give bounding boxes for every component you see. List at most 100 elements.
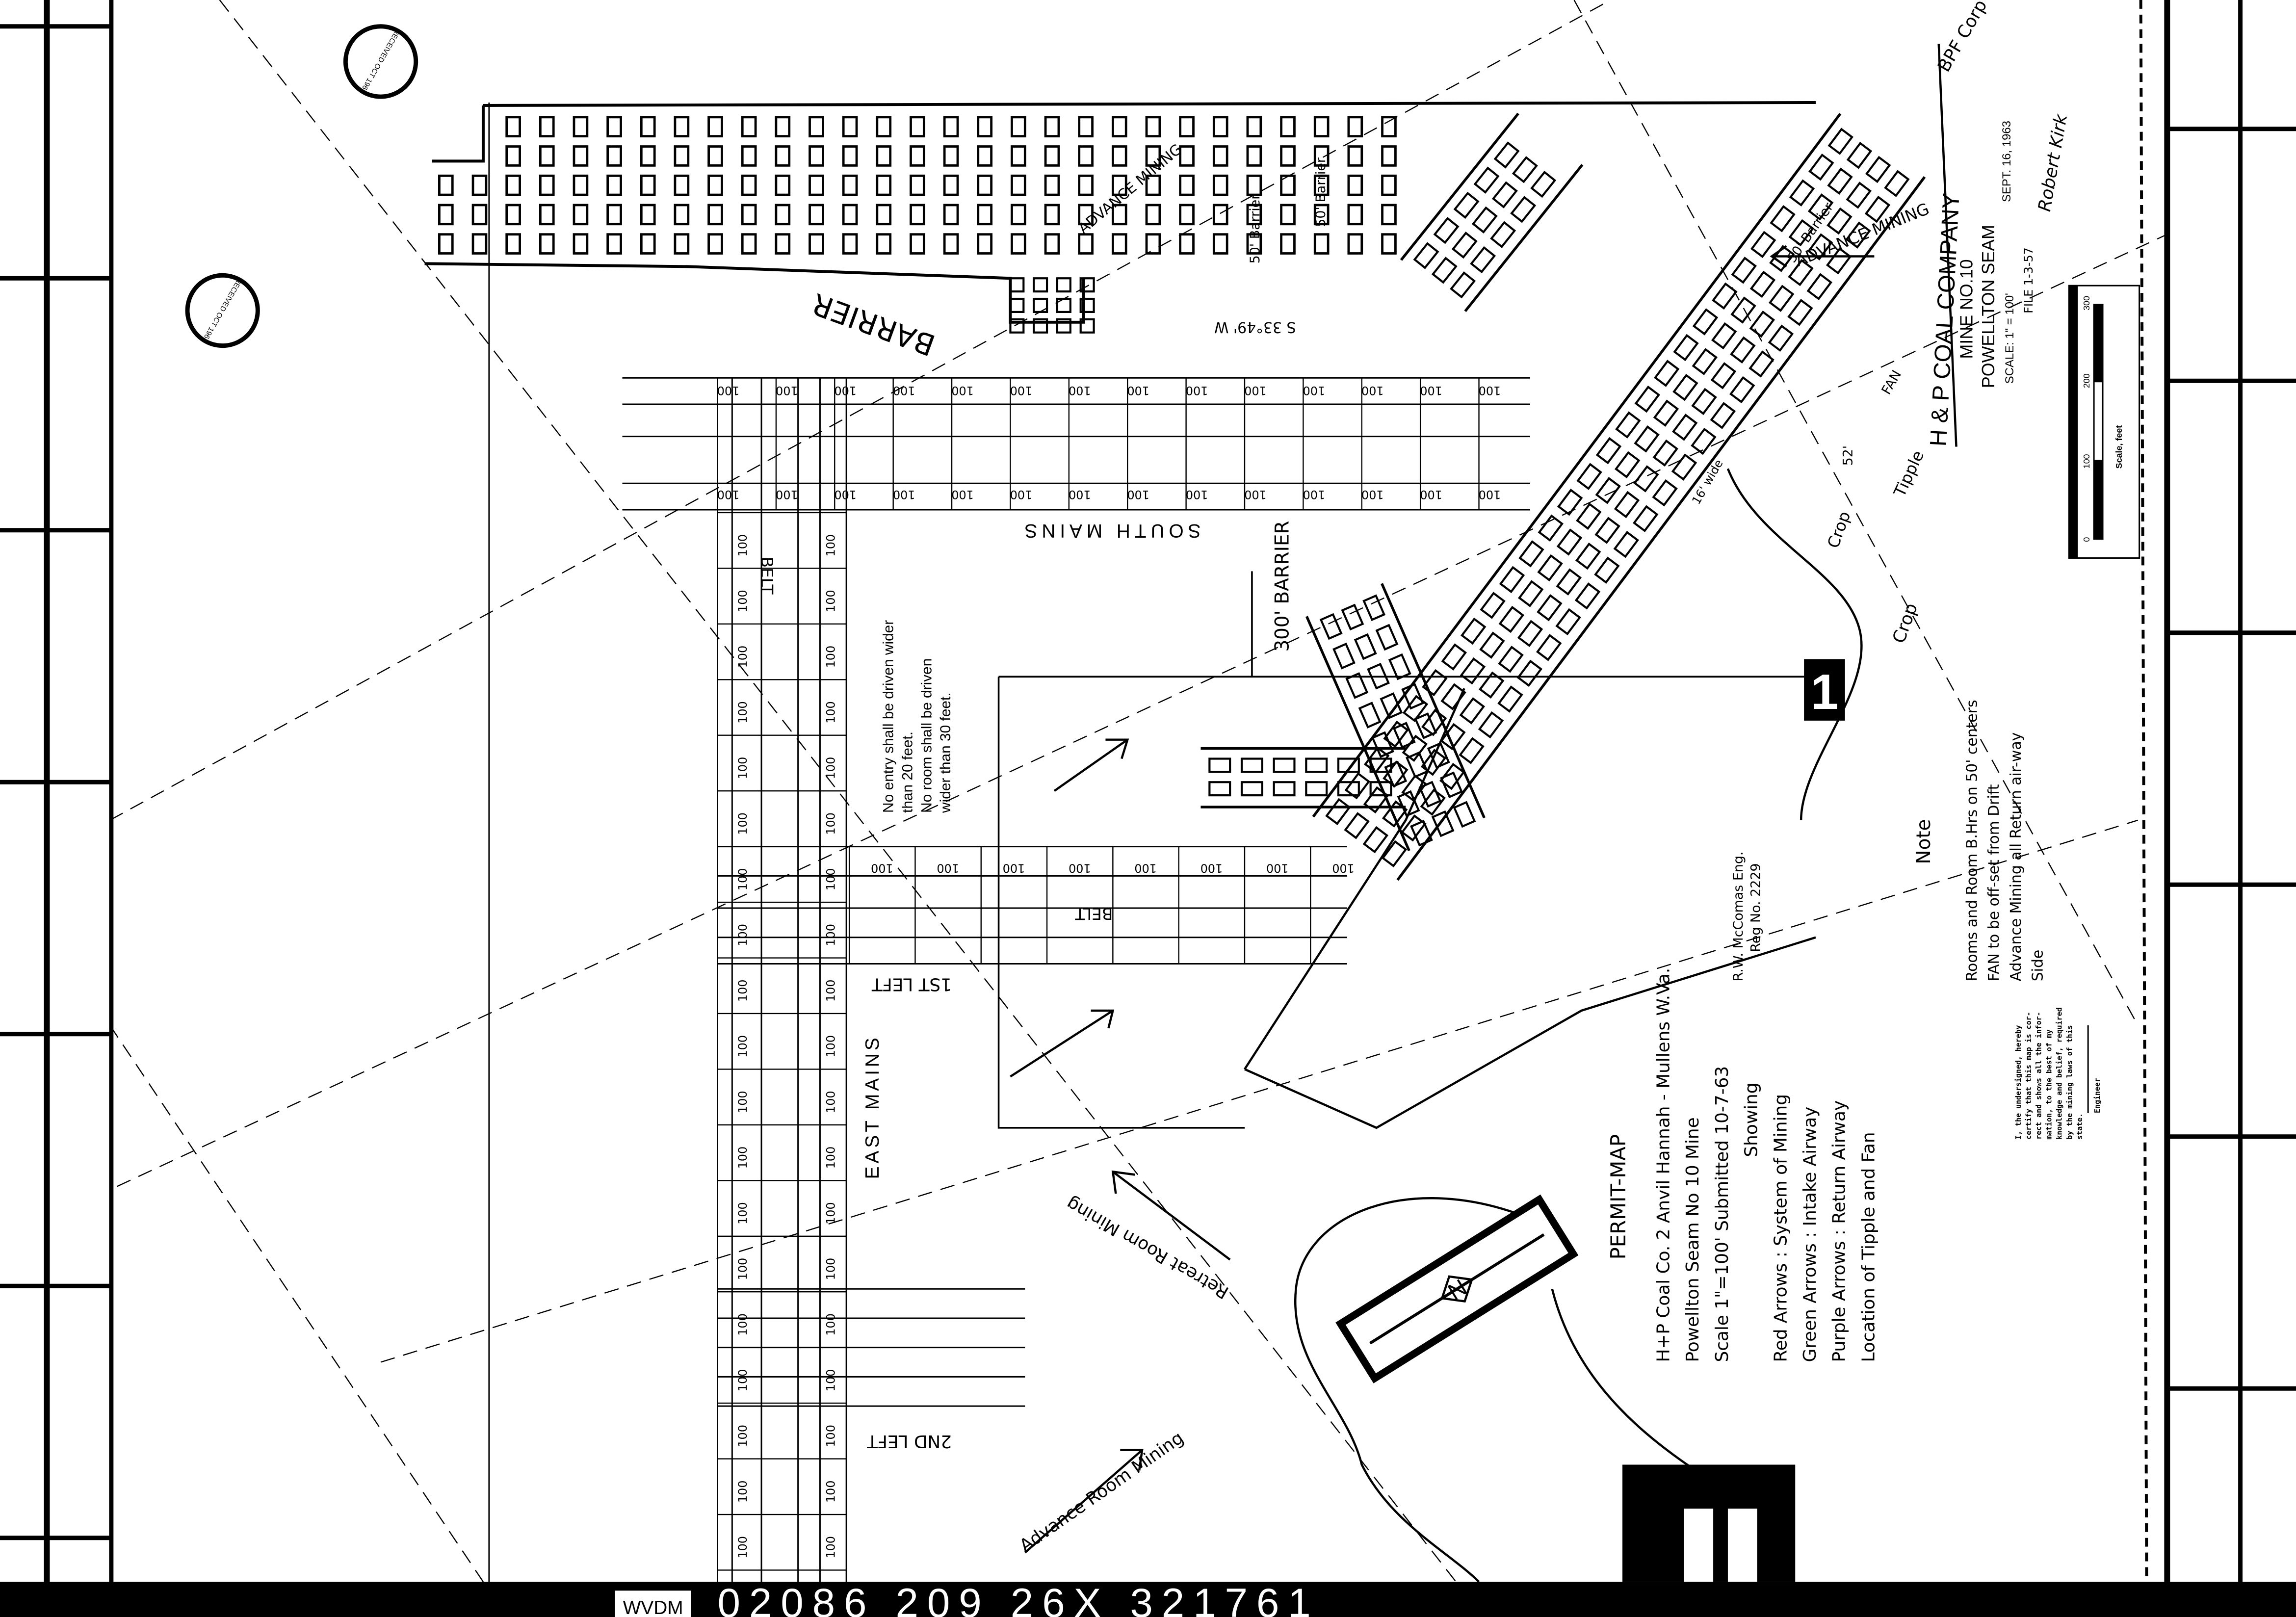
svg-text:R.W. McComas Eng.: R.W. McComas Eng. [1731, 852, 1746, 982]
coal-pillar [741, 116, 757, 138]
coal-pillar [943, 174, 959, 196]
entry-rib [1312, 113, 1842, 818]
coal-pillar [1381, 233, 1397, 255]
coal-pillar [438, 233, 454, 255]
coal-pillar [505, 233, 521, 255]
coal-pillar [1033, 297, 1048, 313]
coal-pillar [1769, 245, 1795, 272]
svg-text:by the mining laws of this: by the mining laws of this [2065, 1025, 2074, 1139]
svg-text:Scale, feet: Scale, feet [2114, 425, 2124, 469]
coal-pillar [1078, 116, 1094, 138]
coal-pillar [1313, 174, 1330, 196]
coal-pillar [1537, 554, 1563, 582]
coal-pillar [809, 116, 824, 138]
coal-pillar [1056, 277, 1071, 293]
coal-pillar [977, 145, 993, 167]
coal-pillar [910, 116, 925, 138]
coal-pillar [1347, 233, 1363, 255]
entry-spacing-label: 100 [736, 1147, 750, 1169]
coal-pillar [1009, 297, 1025, 313]
coal-pillar [1653, 360, 1680, 387]
coal-pillar [741, 174, 757, 196]
entry-spacing-label: 100 [736, 924, 750, 946]
coal-pillar [876, 145, 892, 167]
coal-pillar [876, 116, 892, 138]
fold-lines [109, 0, 2167, 1612]
coal-pillar [1480, 592, 1506, 619]
coal-pillar [1347, 174, 1363, 196]
coal-pillar [1344, 812, 1370, 839]
entry-spacing-label: 100 [1186, 488, 1208, 501]
entry-spacing-label: 100 [736, 1035, 750, 1058]
coal-pillar [1313, 145, 1330, 167]
coal-pillar [1212, 204, 1228, 226]
coal-pillar [1056, 297, 1071, 313]
coal-pillar [1652, 439, 1678, 467]
coal-pillar [1768, 285, 1795, 312]
mining-rule-note: No entry shall be driven wider than 20 f… [881, 620, 954, 813]
entry-spacing-label: 100 [824, 1091, 837, 1113]
coal-pillar [943, 233, 959, 255]
coal-pillar [1556, 528, 1583, 556]
coal-pillar [1632, 505, 1659, 532]
coal-pillar [707, 116, 723, 138]
coal-pillar [1145, 233, 1161, 255]
entry-spacing-label: 100 [824, 701, 837, 724]
entry-spacing-label: 100 [1420, 488, 1442, 501]
entry-spacing-label: 100 [1069, 384, 1091, 397]
svg-text:No room shall be driven: No room shall be driven [918, 658, 935, 813]
coal-pillar [1557, 489, 1583, 516]
coal-pillar [1145, 116, 1161, 138]
seam-name: POWELLTON SEAM [1979, 225, 1998, 388]
coal-pillar [1179, 174, 1195, 196]
coal-pillar [1459, 697, 1486, 725]
coal-pillar [1319, 613, 1343, 640]
coal-pillar [1673, 334, 1699, 362]
coal-pillar [1179, 116, 1195, 138]
coal-pillar [1362, 594, 1386, 622]
coal-pillar [539, 116, 555, 138]
top-room-panels [424, 101, 1816, 334]
entry-spacing-label: 100 [1361, 488, 1384, 501]
coal-pillar [876, 174, 892, 196]
coal-pillar [1406, 751, 1429, 779]
coal-pillar [1381, 204, 1397, 226]
svg-text:certify that this map is cor-: certify that this map is cor- [2024, 1012, 2033, 1139]
coal-pillar [471, 174, 488, 196]
entry-spacing-label: 100 [824, 534, 837, 557]
coal-pillar [1451, 231, 1478, 259]
mining-arrow-icon [1010, 245, 1875, 1554]
coal-pillar [1179, 233, 1195, 255]
coal-pillar [539, 233, 555, 255]
coal-pillar [1033, 277, 1048, 293]
svg-text:Green Arrows : Intake Airway: Green Arrows : Intake Airway [1800, 1107, 1820, 1362]
coal-pillar [1246, 116, 1262, 138]
coal-pillar [1409, 819, 1433, 847]
scale-bar: 0 100 200 300 Scale, feet [2068, 285, 2140, 559]
entry-spacing-label: 100 [736, 590, 750, 612]
svg-text:Note: Note [1913, 819, 1935, 864]
coal-pillar [1453, 191, 1480, 219]
coal-pillar [1033, 318, 1048, 334]
entry-spacing-label: 100 [824, 646, 837, 668]
entry-spacing-label: 100 [1332, 861, 1355, 875]
coal-pillar [1212, 145, 1228, 167]
left-border-strip [0, 0, 114, 1582]
coal-pillar [1691, 388, 1717, 416]
coal-pillar [1305, 757, 1328, 773]
coal-pillar [1381, 840, 1408, 867]
entry-spacing-label: 100 [736, 1369, 750, 1392]
coal-pillar [1493, 141, 1520, 169]
coal-pillar [809, 145, 824, 167]
film-strip: WVDM 02086 209 26X 321761 [0, 1580, 2296, 1617]
coal-pillar [674, 116, 690, 138]
entry-spacing-label: 100 [937, 861, 959, 875]
coal-pillar [1367, 662, 1390, 690]
coal-pillar [1460, 657, 1486, 685]
svg-text:300: 300 [2082, 296, 2091, 311]
coal-pillar [539, 145, 555, 167]
entry-spacing-label: 100 [736, 868, 750, 891]
coal-pillar [1594, 556, 1620, 584]
coal-pillar [1381, 116, 1397, 138]
coal-pillar [1345, 672, 1369, 699]
